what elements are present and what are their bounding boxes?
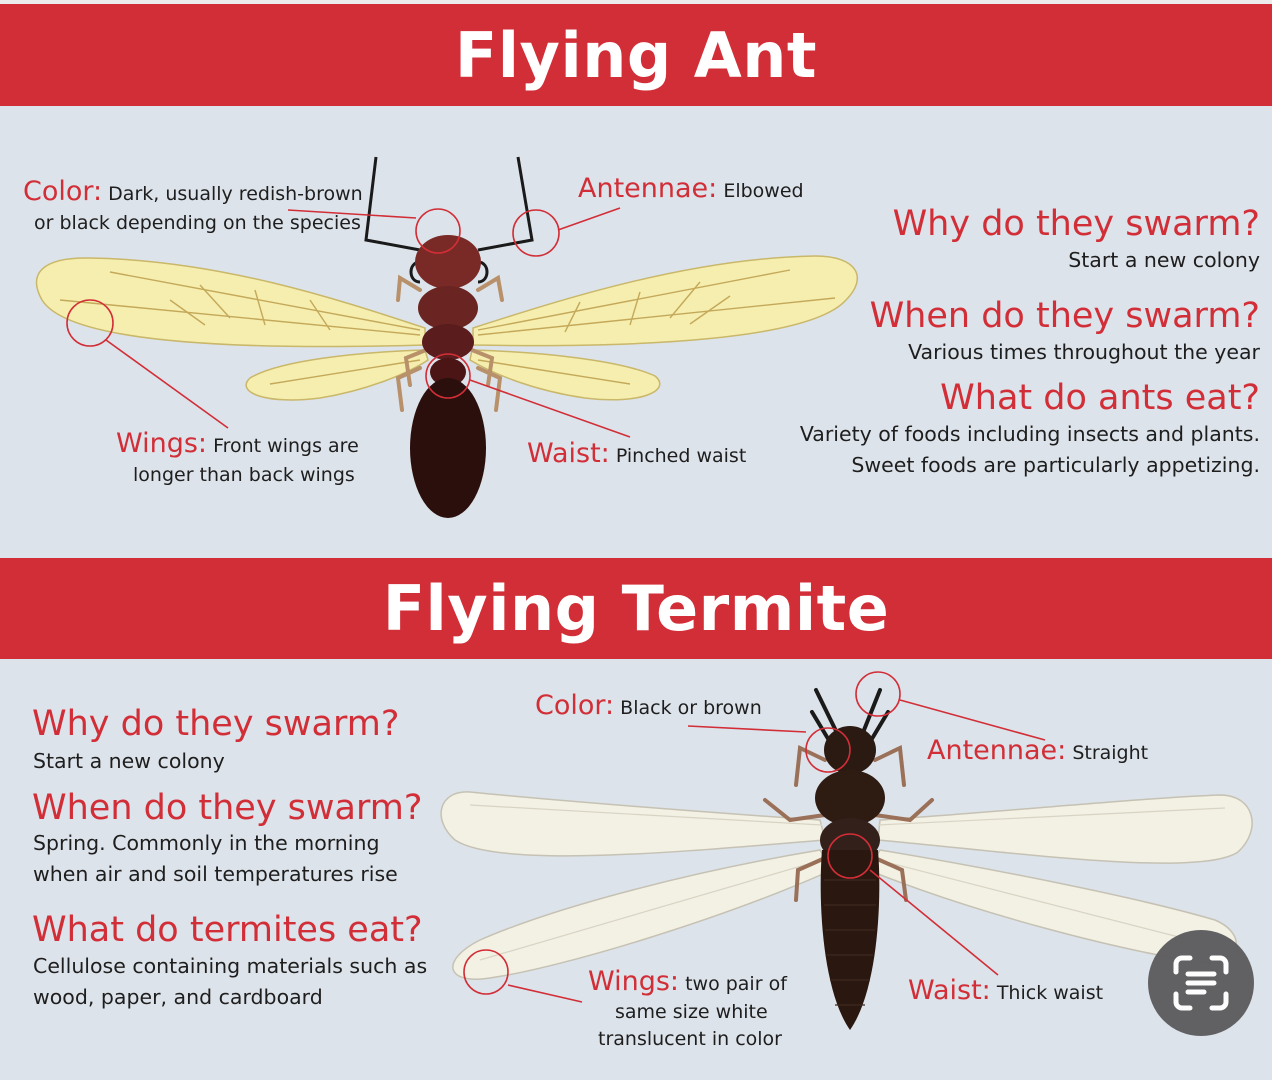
- ant-wings-key: Wings:: [116, 428, 208, 459]
- termite-color-text: Black or brown: [620, 697, 762, 719]
- ant-title-banner: Flying Ant: [0, 4, 1272, 106]
- ant-color-key: Color:: [23, 176, 103, 207]
- termite-title-banner: Flying Termite: [0, 558, 1272, 659]
- termite-segments: [824, 879, 876, 1006]
- ant-faq-question-1: Why do they swarm?: [892, 204, 1260, 244]
- termite-wings-label: Wings: two pair of: [588, 968, 787, 998]
- termite-wing-veins: [469, 804, 1226, 961]
- ant-waist-text: Pinched waist: [615, 445, 747, 467]
- ant-antennae-key: Antennae:: [578, 173, 718, 204]
- termite-wings: [440, 791, 1253, 980]
- ant-antennae-text: Elbowed: [723, 180, 804, 202]
- ant-faq-answer-3a: Variety of foods including insects and p…: [799, 422, 1260, 446]
- termite-faq-answer-3b: wood, paper, and cardboard: [33, 985, 323, 1009]
- ant-faq-answer-1: Start a new colony: [1068, 248, 1260, 272]
- termite-antennae: [810, 688, 890, 744]
- ant-waist-key: Waist:: [527, 438, 610, 469]
- termite-wings-line1: two pair of: [685, 973, 787, 995]
- termite-faq-question-2: When do they swarm?: [32, 788, 423, 828]
- termite-antennae-text: Straight: [1072, 742, 1149, 764]
- termite-thorax: [815, 770, 885, 826]
- ant-wing-veins: [59, 269, 836, 385]
- ant-wings-line2: longer than back wings: [133, 464, 355, 486]
- text-scan-button[interactable]: [1148, 930, 1254, 1036]
- ant-title: Flying Ant: [454, 18, 818, 92]
- termite-faq-answer-2a: Spring. Commonly in the morning: [33, 831, 380, 855]
- termite-faq-question-1: Why do they swarm?: [32, 704, 400, 744]
- termite-illustration: [440, 671, 1253, 1030]
- termite-faq-answer-1: Start a new colony: [33, 749, 225, 773]
- termite-faq-answer-3a: Cellulose containing materials such as: [33, 954, 428, 978]
- ant-waist-label: Waist: Pinched waist: [527, 440, 746, 470]
- top-strip: [0, 0, 1272, 4]
- termite-callouts: [463, 671, 1046, 1003]
- termite-title: Flying Termite: [382, 572, 890, 645]
- ant-color-line2: or black depending on the species: [34, 212, 361, 234]
- ant-faq-question-3: What do ants eat?: [940, 378, 1260, 418]
- ant-faq-question-2: When do they swarm?: [869, 296, 1260, 336]
- termite-wings-line2: same size white: [615, 1001, 768, 1023]
- text-scan-icon: [1173, 955, 1229, 1011]
- ant-abdomen: [410, 378, 486, 518]
- termite-wings-line3: translucent in color: [598, 1028, 782, 1050]
- termite-color-label: Color: Black or brown: [535, 692, 762, 722]
- ant-color-label: Color: Dark, usually redish-brown: [23, 178, 363, 208]
- ant-antennae: [364, 156, 534, 252]
- termite-abdomen: [820, 850, 880, 1030]
- termite-waist-key: Waist:: [908, 975, 991, 1006]
- termite-wings-key: Wings:: [588, 966, 680, 997]
- ant-wings-label: Wings: Front wings are: [116, 430, 359, 460]
- termite-waist-text: Thick waist: [996, 982, 1104, 1004]
- termite-antennae-label: Antennae: Straight: [927, 737, 1148, 767]
- ant-legs: [395, 274, 504, 412]
- termite-color-key: Color:: [535, 690, 615, 721]
- termite-faq-answer-2b: when air and soil temperatures rise: [33, 862, 398, 886]
- termite-antennae-key: Antennae:: [927, 735, 1067, 766]
- ant-antennae-label: Antennae: Elbowed: [578, 175, 804, 205]
- ant-waist: [430, 358, 466, 386]
- termite-faq-question-3: What do termites eat?: [32, 910, 423, 950]
- ant-faq-answer-3b: Sweet foods are particularly appetizing.: [851, 453, 1260, 477]
- ant-callouts: [66, 207, 631, 438]
- ant-faq-answer-2: Various times throughout the year: [908, 340, 1260, 364]
- termite-waist-label: Waist: Thick waist: [908, 977, 1103, 1007]
- ant-thorax-rear: [422, 324, 474, 360]
- ant-illustration: [35, 156, 858, 518]
- ant-thorax: [418, 286, 478, 330]
- ant-head: [415, 235, 481, 289]
- ant-wings-line1: Front wings are: [213, 435, 359, 457]
- ant-color-line1: Dark, usually redish-brown: [108, 183, 363, 205]
- termite-legs: [763, 744, 934, 902]
